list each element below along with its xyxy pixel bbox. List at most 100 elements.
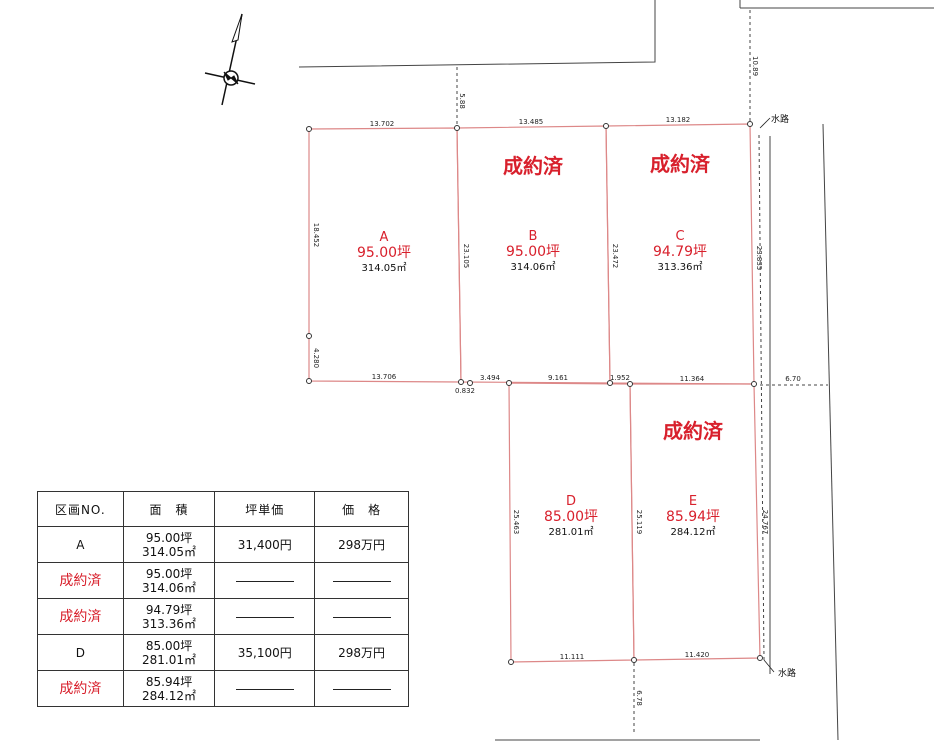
road-outline: [298, 0, 934, 741]
blank-dash: [235, 616, 294, 618]
dim-b-top: 13.485: [519, 118, 544, 126]
dim-ab-side: 23.105: [462, 244, 470, 269]
row-unit-price-blank: [214, 598, 316, 635]
lot-b-sqm: 314.06㎡: [511, 261, 556, 273]
blank-dash: [332, 616, 391, 618]
waterway-top: 水路: [759, 113, 789, 129]
lot-a-sqm: 314.05㎡: [362, 262, 407, 274]
lot-c-id: C: [675, 229, 684, 244]
row-label-sold: 成約済: [37, 598, 124, 635]
road-dashed-lines: [456, 10, 828, 735]
row-price-blank: [314, 670, 409, 707]
waterway-bottom: 水路: [763, 659, 796, 679]
row-area-sqm: 314.06㎡: [142, 580, 197, 595]
lot-b-tsubo: 95.00坪: [506, 244, 560, 260]
dim-c-right: 23.835: [755, 246, 763, 271]
lot-b-id: B: [529, 229, 538, 244]
row-unit-price: 31,400円: [214, 526, 316, 563]
row-label: A: [37, 526, 124, 563]
row-area-sqm: 281.01㎡: [142, 652, 197, 667]
dim-seg-3: 1.952: [610, 374, 630, 382]
row-price-blank: [314, 562, 409, 599]
dim-d-left: 25.463: [512, 510, 520, 535]
dim-bc-side: 23.472: [611, 244, 619, 269]
lot-c-label: 成約済 C 94.79坪 313.36㎡: [650, 152, 711, 273]
row-area-tsubo: 85.00坪: [145, 638, 193, 653]
lot-d-tsubo: 85.00坪: [544, 509, 598, 525]
waterway-label-bottom: 水路: [778, 667, 796, 679]
dim-offset: 0.832: [455, 387, 475, 395]
waterway-label-top: 水路: [771, 113, 789, 125]
lot-d-label: D 85.00坪 281.01㎡: [544, 494, 598, 538]
row-price: 298万円: [314, 526, 409, 563]
dim-d-bottom: 11.111: [560, 653, 585, 661]
dim-road-right: 6.70: [785, 375, 801, 383]
header-price: 価 格: [314, 491, 409, 527]
lot-e-id: E: [689, 494, 697, 509]
lot-d-sqm: 281.01㎡: [549, 526, 594, 538]
lot-a-id: A: [380, 230, 389, 245]
lot-c-sqm: 313.36㎡: [658, 261, 703, 273]
row-price: 298万円: [314, 634, 409, 671]
survey-markers: [306, 121, 763, 665]
blank-dash: [332, 688, 391, 690]
header-area: 面 積: [122, 491, 216, 527]
row-area-tsubo: 94.79坪: [145, 602, 193, 617]
dim-a-left: 18.452: [312, 223, 320, 248]
dim-road-bottom: 6.78: [635, 690, 643, 706]
lot-d-id: D: [566, 494, 576, 509]
lot-b-label: 成約済 B 95.00坪 314.06㎡: [503, 154, 564, 273]
blank-dash: [235, 580, 294, 582]
row-label: D: [37, 634, 124, 671]
dim-seg-1: 3.494: [480, 374, 501, 382]
row-label-sold: 成約済: [37, 562, 124, 599]
blank-dash: [235, 688, 294, 690]
row-price-blank: [314, 598, 409, 635]
lot-b-sold-mark: 成約済: [503, 154, 564, 178]
dim-road-mid: 5.88: [458, 93, 466, 109]
row-area-sqm: 284.12㎡: [142, 688, 197, 703]
dim-c-top: 13.182: [666, 116, 691, 124]
dim-e-bottom: 11.420: [685, 651, 710, 659]
lot-e-sqm: 284.12㎡: [671, 526, 716, 538]
dim-seg-4: 11.364: [680, 375, 705, 383]
dim-a-left-lower: 4.280: [312, 348, 320, 368]
dim-seg-2: 9.161: [548, 374, 568, 382]
dim-road-top: 10.89: [751, 56, 759, 76]
row-area-tsubo: 85.94坪: [145, 674, 193, 689]
table-header-row: 区画NO. 面 積 坪単価 価 格: [37, 491, 409, 527]
dim-e-right: 24.767: [761, 510, 769, 535]
dim-a-top: 13.702: [370, 120, 395, 128]
header-lot-no: 区画NO.: [37, 491, 124, 527]
lot-a-tsubo: 95.00坪: [357, 245, 411, 261]
lot-c-tsubo: 94.79坪: [653, 244, 707, 260]
row-unit-price-blank: [214, 670, 316, 707]
row-area-sqm: 313.36㎡: [142, 616, 197, 631]
row-label-sold: 成約済: [37, 670, 124, 707]
lot-a-label: A 95.00坪 314.05㎡: [357, 230, 411, 274]
lot-e-label: 成約済 E 85.94坪 284.12㎡: [663, 419, 724, 538]
row-area-sqm: 314.05㎡: [142, 544, 197, 559]
blank-dash: [332, 580, 391, 582]
dim-de-side: 25.119: [635, 510, 643, 535]
lot-e-tsubo: 85.94坪: [666, 509, 720, 525]
header-unit-price: 坪単価: [214, 491, 316, 527]
row-area-tsubo: 95.00坪: [145, 566, 193, 581]
row-unit-price: 35,100円: [214, 634, 316, 671]
lot-e-sold-mark: 成約済: [663, 419, 724, 443]
north-arrow-icon: [204, 13, 256, 106]
dim-a-bottom: 13.706: [372, 373, 397, 381]
row-area-tsubo: 95.00坪: [145, 530, 193, 545]
